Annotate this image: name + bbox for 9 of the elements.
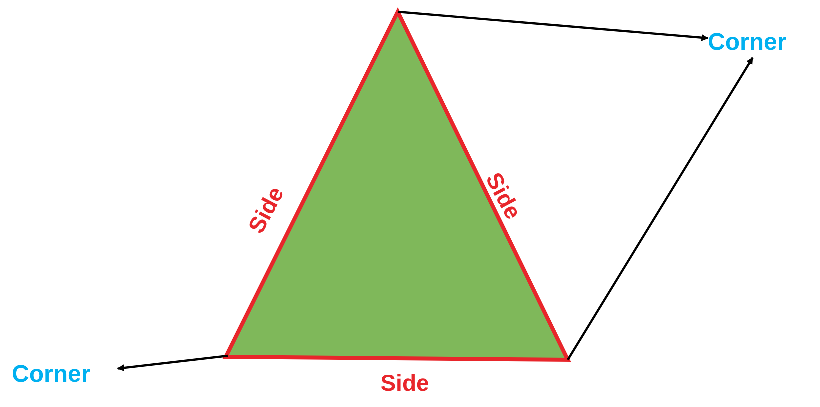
side-label: Side [243, 182, 289, 238]
triangle-shape [224, 10, 570, 362]
arrow [117, 354, 228, 372]
arrow [398, 10, 709, 42]
side-label: Side [380, 370, 430, 396]
corner-label: Corner [12, 360, 91, 390]
arrow [567, 57, 754, 361]
side-label: Side [481, 168, 527, 224]
corner-label: Corner [708, 28, 787, 58]
